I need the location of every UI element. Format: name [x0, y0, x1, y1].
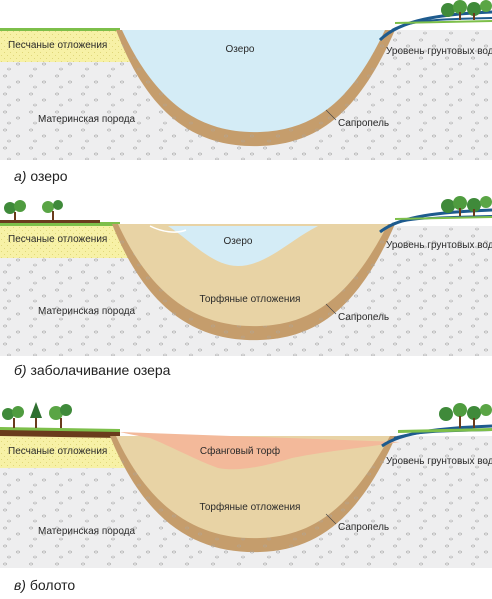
- label-sand: Песчаные отложения: [8, 40, 107, 51]
- tree-icon: [2, 402, 72, 428]
- label-lake: Озеро: [224, 236, 253, 247]
- caption-text: болото: [29, 577, 76, 593]
- label-sapropel: Сапропель: [338, 522, 389, 533]
- label-peat: Торфяные отложения: [200, 293, 301, 305]
- caption-letter: в): [14, 577, 26, 593]
- panel-lake: Песчаные отложения Озеро Уровень грунтов…: [0, 0, 492, 160]
- panel-paludification: Песчаные отложения Озеро Уровень грунтов…: [0, 196, 492, 356]
- label-sand: Песчаные отложения: [8, 234, 107, 245]
- caption-bog: в) болото: [14, 577, 75, 593]
- label-sapropel: Сапропель: [338, 118, 389, 129]
- label-bedrock: Материнская порода: [38, 306, 136, 317]
- lake-water: [168, 226, 318, 266]
- caption-lake: а) озеро: [14, 168, 68, 184]
- caption-text: заболачивание озера: [30, 362, 171, 378]
- soil-strip: [0, 220, 100, 223]
- label-groundwater: Уровень грунтовых вод: [386, 240, 492, 251]
- tree-icon: [441, 196, 492, 216]
- tree-icon: [439, 403, 492, 428]
- label-peat: Торфяные отложения: [200, 501, 301, 513]
- label-sand: Песчаные отложения: [8, 446, 107, 457]
- peat-layer: [116, 436, 390, 539]
- tree-icon: [441, 0, 492, 20]
- caption-paludification: б) заболачивание озера: [14, 362, 170, 378]
- lake-water: [122, 30, 385, 133]
- label-bedrock: Материнская порода: [38, 114, 136, 125]
- caption-letter: а): [14, 168, 27, 184]
- label-bedrock: Материнская порода: [38, 526, 136, 537]
- caption-text: озеро: [30, 168, 68, 184]
- label-lake: Озеро: [226, 44, 255, 55]
- grass-strip: [0, 28, 120, 31]
- peat-layer: [118, 224, 388, 327]
- panel-bog: Песчаные отложения Сфанговый торф Уровен…: [0, 398, 492, 568]
- label-sphagnum: Сфанговый торф: [200, 445, 280, 457]
- sphagnum-layer: [120, 432, 400, 470]
- tree-icon: [4, 200, 63, 220]
- label-groundwater: Уровень грунтовых вод: [386, 456, 492, 467]
- label-sapropel: Сапропель: [338, 312, 389, 323]
- grass-strip: [0, 427, 120, 432]
- caption-letter: б): [14, 362, 27, 378]
- label-groundwater: Уровень грунтовых вод: [386, 46, 492, 57]
